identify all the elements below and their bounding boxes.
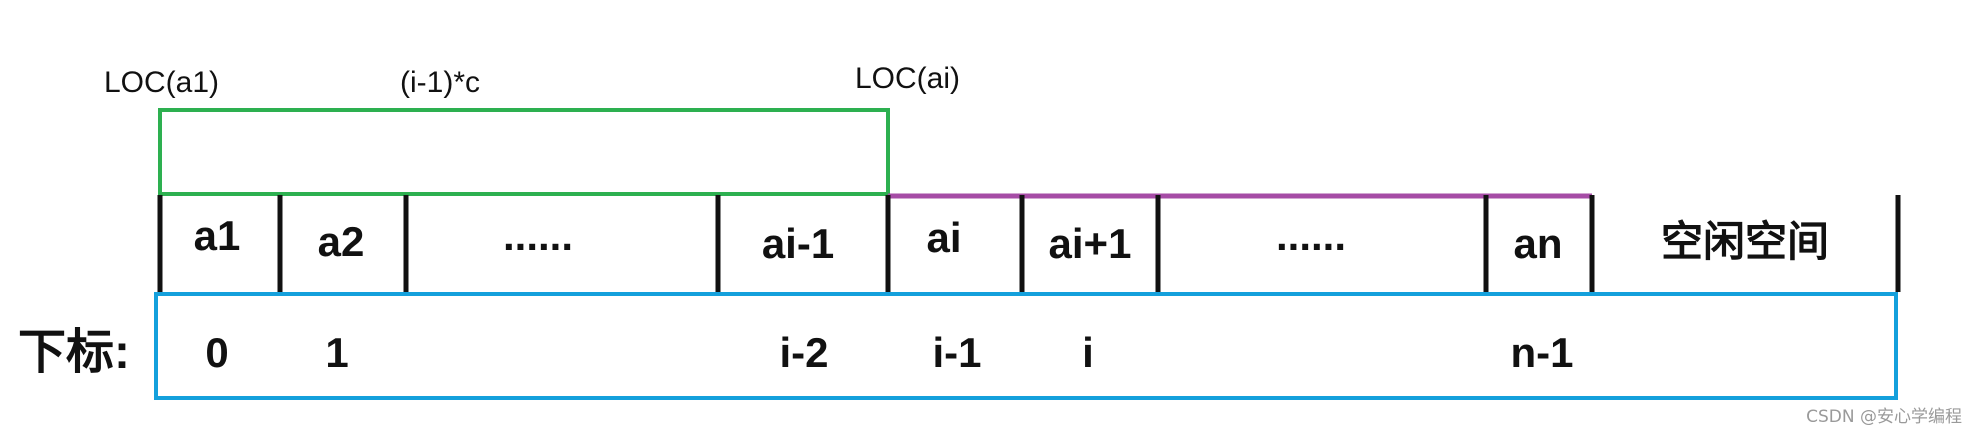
loc-ai-label: LOC(ai) (855, 62, 960, 95)
index-label: i-2 (779, 329, 828, 376)
index-row-label: 下标: (18, 326, 130, 379)
index-label: 1 (325, 329, 348, 376)
cell-label: a1 (194, 212, 241, 259)
offset-box (158, 108, 890, 196)
cell-label: ai (926, 214, 961, 261)
free-space-label: 空闲空间 (1661, 218, 1829, 265)
watermark: CSDN @安心学编程 (1806, 407, 1962, 427)
cell-label: ai-1 (762, 220, 834, 267)
cell-dividers (157, 195, 1901, 292)
index-label: n-1 (1511, 329, 1574, 376)
index-box (154, 292, 1898, 400)
cell-label: a2 (318, 218, 365, 265)
loc-a1-label: LOC(a1) (104, 66, 219, 99)
cell-label: ai+1 (1049, 220, 1132, 267)
index-label: i (1082, 329, 1094, 376)
offset-label: (i-1)*c (400, 66, 480, 99)
cell-label: ...... (1276, 212, 1346, 259)
cell-label: an (1513, 220, 1562, 267)
cell-label: ...... (503, 212, 573, 259)
index-label: i-1 (932, 329, 981, 376)
index-label: 0 (205, 329, 228, 376)
